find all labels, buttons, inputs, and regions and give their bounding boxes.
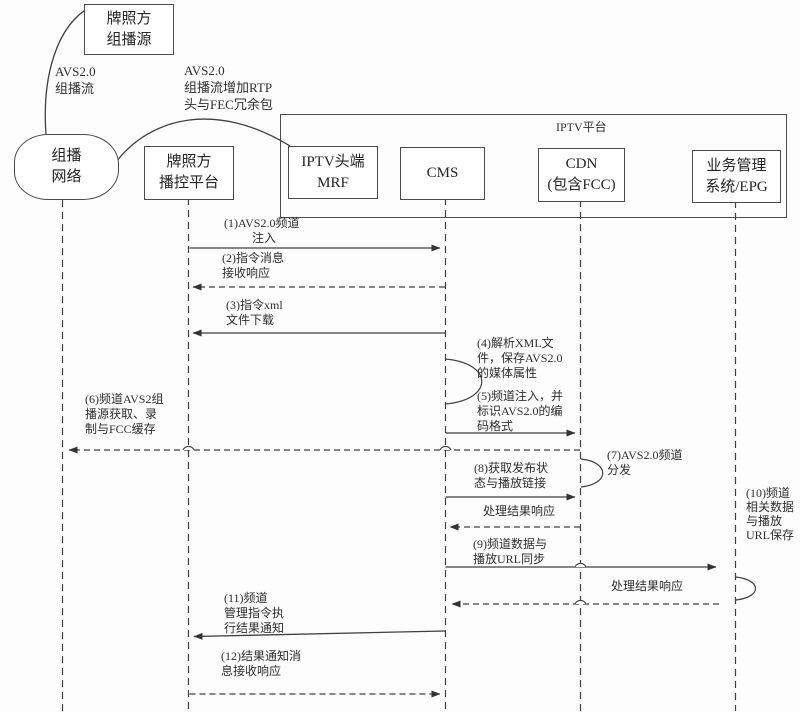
msg-6-label: (6)频道AVS2组 播源获取、录 制与FCC缓存 (85, 392, 163, 437)
msg-7-self-loop (580, 458, 604, 488)
flow-label-rtp-fec: AVS2.0 组播流增加RTP 头与FEC冗余包 (184, 62, 273, 113)
msg-9-hop-cdn (574, 562, 587, 568)
label-line: AVS2.0 (55, 64, 96, 79)
curve-source-to-network (44, 5, 93, 135)
label-line: 播放URL同步 (473, 552, 546, 566)
label-line: 头与FEC冗余包 (184, 97, 273, 112)
label-line: 制与FCC缓存 (85, 422, 156, 436)
label-line: (11)频道 (224, 591, 268, 605)
label-line: (6)频道AVS2组 (85, 392, 164, 406)
label-line: (2)指令消息 (222, 251, 284, 265)
label-line: 管理指令执 (224, 606, 285, 620)
label-line: (5)频道注入，并 (477, 389, 563, 403)
msg-12-label: (12)结果通知消 息接收响应 (221, 649, 301, 679)
actor-label-line: 组播 (51, 148, 82, 164)
msg-11-label: (11)频道 管理指令执 行结果通知 (224, 591, 284, 636)
msg-8-label: (8)获取发布状 态与播放链接 (474, 461, 548, 491)
label-line: 标识AVS2.0的编 (477, 404, 563, 418)
iptv-platform-frame (280, 114, 787, 218)
actor-label-line: 牌照方 (106, 10, 152, 27)
label-line: 文件下载 (226, 313, 275, 327)
actor-label-line: IPTV头端 (301, 153, 365, 170)
label-line: 行结果通知 (224, 621, 285, 635)
actor-cms: CMS (400, 147, 485, 200)
label-line: 的媒体属性 (477, 366, 538, 380)
msg-4-self-loop (444, 358, 483, 405)
curve-network-to-mrf (115, 118, 291, 163)
label-line: 码格式 (477, 419, 514, 433)
label-line: (9)频道数据与 (473, 537, 547, 551)
msg-9-response-hop-cdn (574, 599, 587, 605)
actor-label-line: CDN (565, 156, 598, 172)
label-line: 分发 (607, 463, 632, 477)
actor-business-mgmt-epg: 业务管理 系统/EPG (692, 150, 781, 203)
msg-10-label: (10)频道 相关数据 与播放 URL保存 (746, 486, 794, 542)
actor-label-line: MRF (317, 174, 349, 191)
label-line: (12)结果通知消 (221, 649, 301, 663)
actor-cdn-fcc: CDN (包含FCC) (538, 148, 625, 202)
msg-3-label: (3)指令xml 文件下载 (226, 298, 283, 328)
msg-1-label: (1)AVS2.0频道 注入 (224, 216, 299, 246)
actor-label-line: CMS (426, 165, 459, 181)
actor-multicast-network: 组播 网络 (14, 134, 119, 200)
msg-4-label: (4)解析XML文 件，保存AVS2.0 的媒体属性 (477, 336, 562, 381)
label-line: AVS2.0 (184, 63, 225, 78)
actor-iptv-headend-mrf: IPTV头端 MRF (288, 146, 378, 199)
msg-2-label: (2)指令消息 接收响应 (222, 251, 284, 281)
label-line: 与播放 (746, 514, 783, 528)
actor-label-line: 业务管理 (706, 157, 767, 174)
msg-6-hop-playout (182, 445, 195, 451)
msg-5-label: (5)频道注入，并 标识AVS2.0的编 码格式 (477, 389, 563, 434)
label-line: 相关数据 (746, 500, 795, 514)
label-line: URL保存 (746, 528, 795, 542)
label-line: 处理结果响应 (611, 579, 684, 593)
actor-licensee-playout-platform: 牌照方 播控平台 (144, 146, 234, 200)
label-line: 态与播放链接 (474, 476, 547, 490)
label-line: (8)获取发布状 (474, 461, 548, 475)
flow-label-multicast-stream: AVS2.0 组播流 (55, 63, 96, 97)
actor-label-line: 牌照方 (166, 154, 212, 170)
iptv-platform-frame-label: IPTV平台 (556, 120, 607, 134)
label-line: (3)指令xml (226, 298, 283, 312)
label-line: 注入 (252, 231, 277, 245)
label-line: 组播流 (55, 81, 95, 96)
msg-10-self-loop (735, 576, 756, 601)
actor-label-line: 组播源 (106, 31, 152, 48)
label-line: 息接收响应 (221, 664, 282, 678)
actor-label-line: 网络 (51, 169, 82, 185)
label-line: (7)AVS2.0频道 (607, 448, 683, 462)
actor-licensee-multicast-source: 牌照方 组播源 (84, 4, 174, 55)
msg-11-arrow (193, 630, 446, 640)
label-line: (10)频道 (746, 486, 790, 500)
actor-label-line: (包含FCC) (547, 177, 616, 193)
msg-9-label: (9)频道数据与 播放URL同步 (473, 537, 547, 567)
msg-6-hop-cms (439, 445, 452, 451)
msg-9-response-label: 处理结果响应 (611, 579, 683, 594)
label-line: 播源获取、录 (85, 407, 158, 421)
actor-label-line: 系统/EPG (705, 178, 768, 195)
msg-8-response-label: 处理结果响应 (483, 504, 555, 519)
label-line: (1)AVS2.0频道 (224, 216, 300, 230)
label-line: 组播流增加RTP (184, 80, 273, 95)
label-line: (4)解析XML文 (477, 336, 554, 350)
label-line: 处理结果响应 (483, 504, 556, 518)
msg-7-label: (7)AVS2.0频道 分发 (607, 448, 682, 478)
actor-label-line: 播控平台 (158, 175, 219, 191)
label-line: 件，保存AVS2.0 (477, 351, 563, 365)
label-line: 接收响应 (222, 266, 271, 280)
